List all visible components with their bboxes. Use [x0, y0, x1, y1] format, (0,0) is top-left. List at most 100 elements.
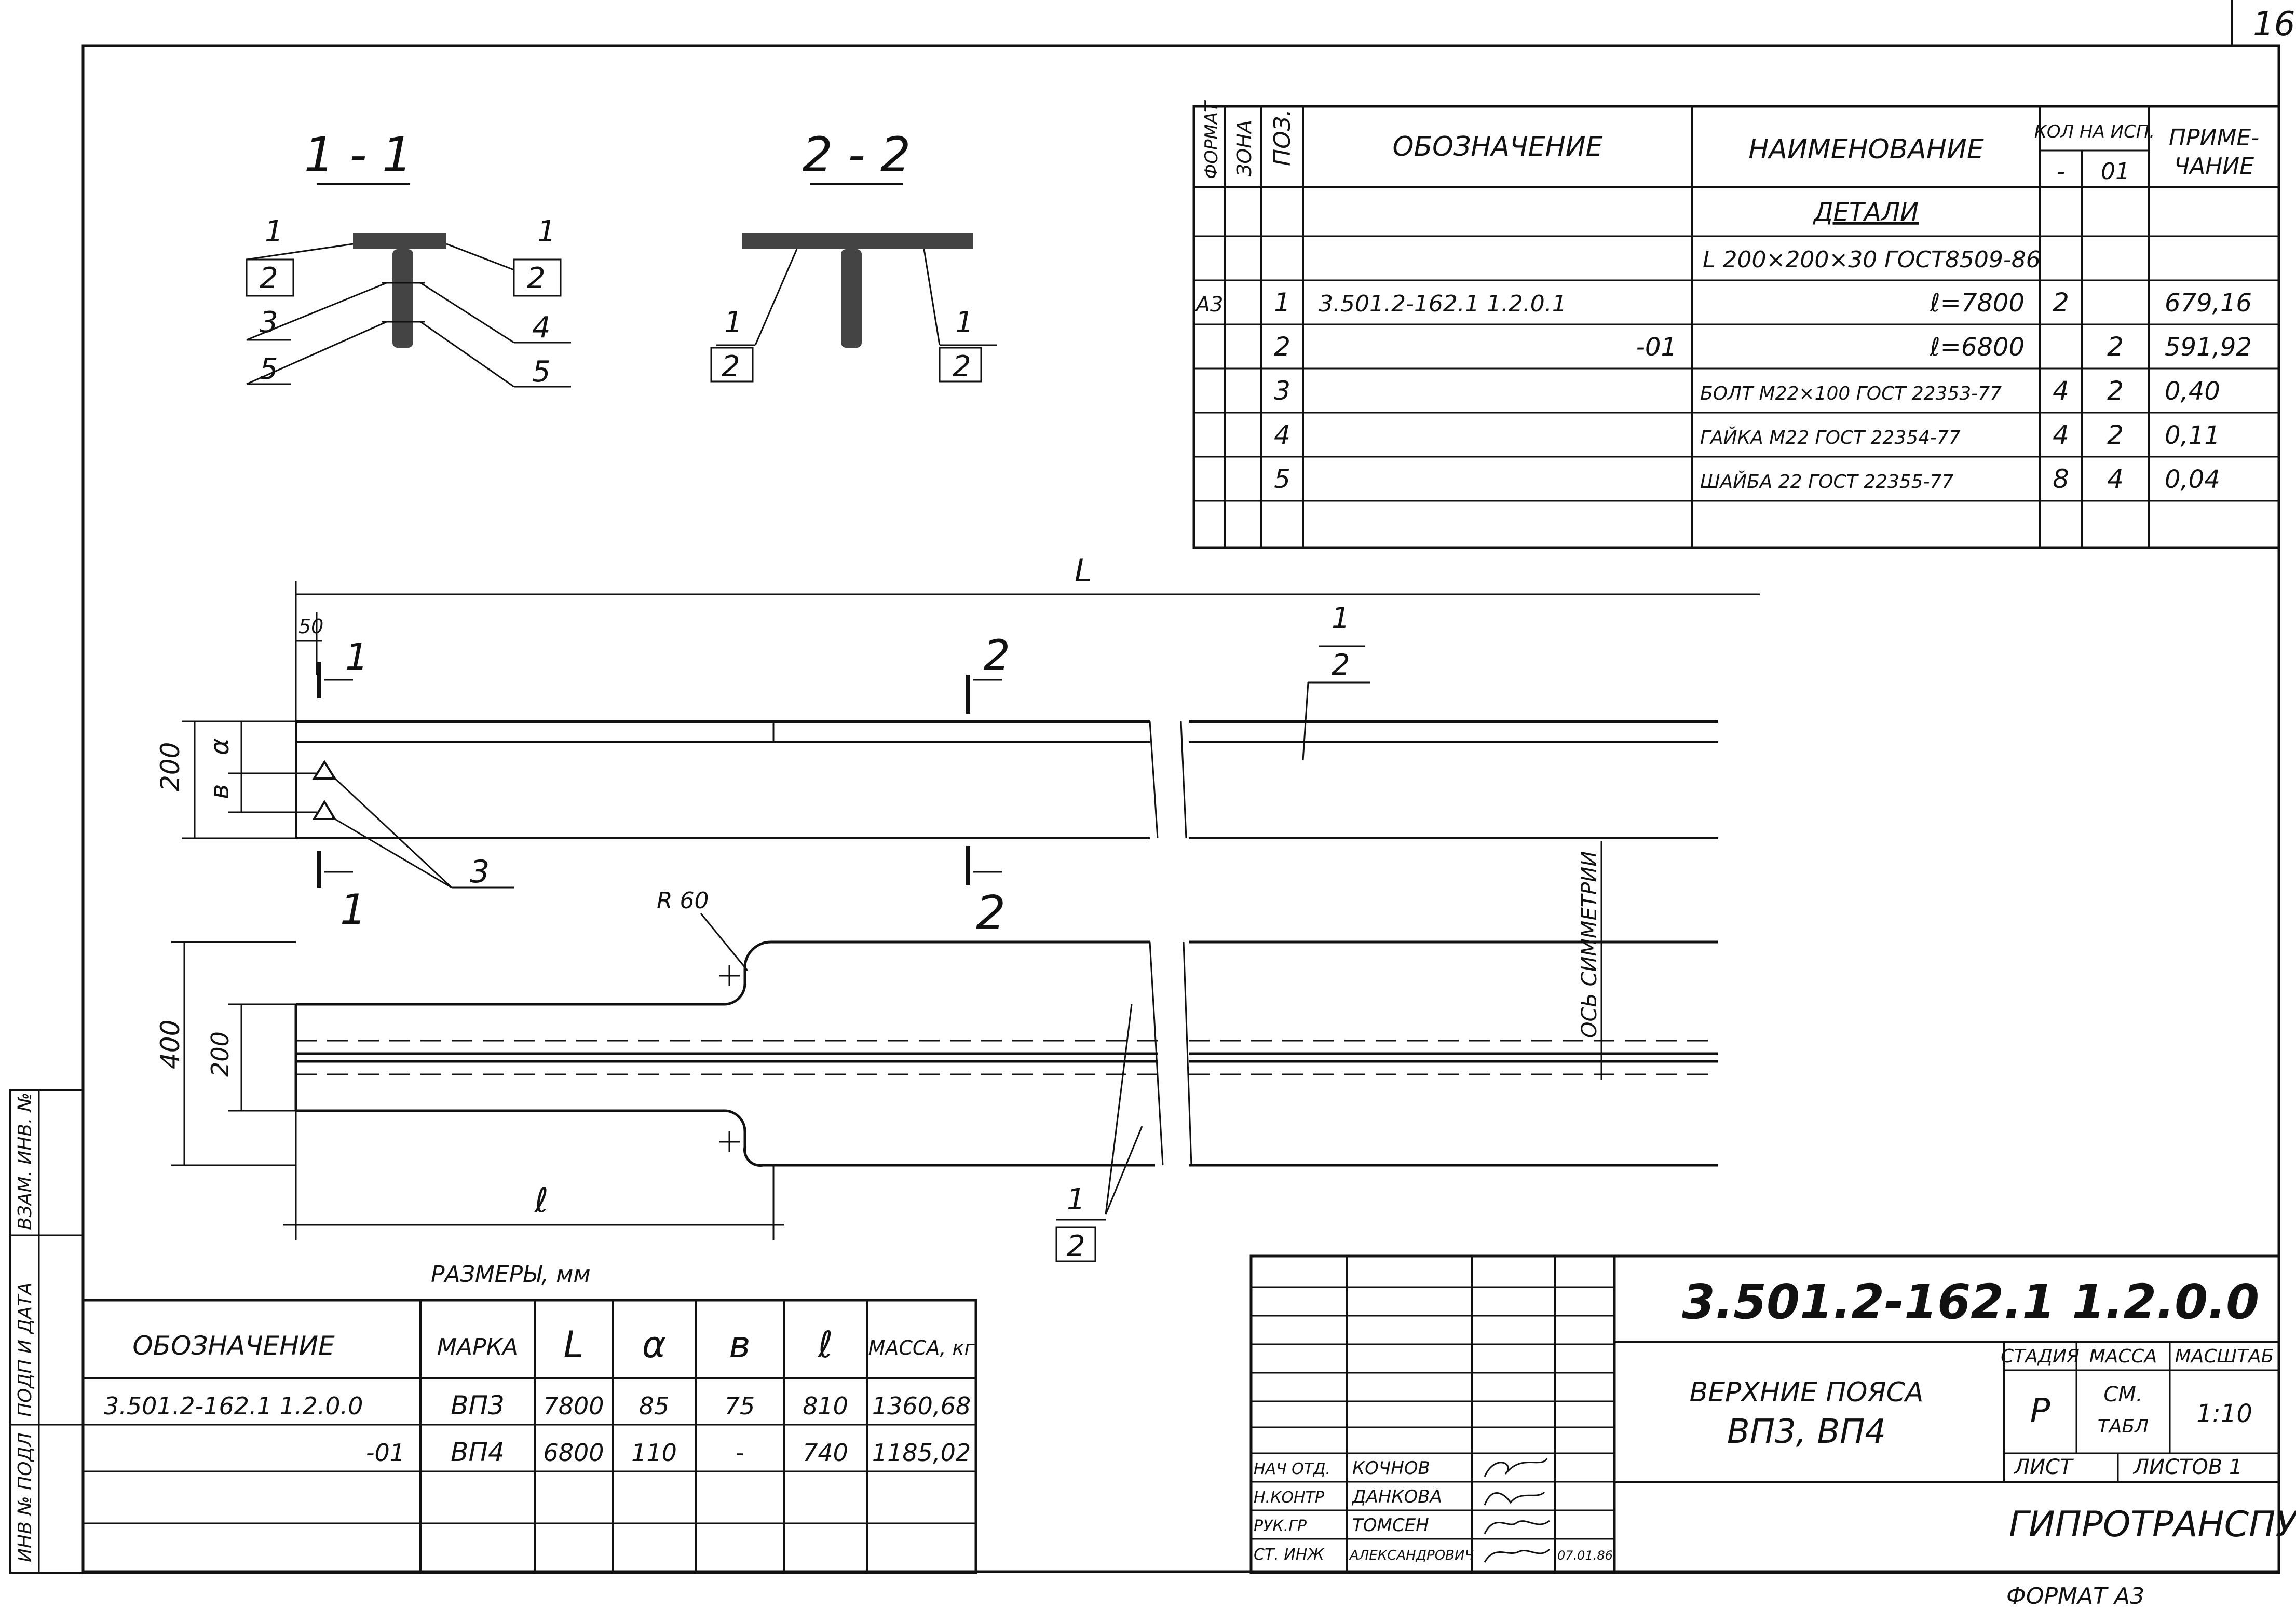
table-row: -01 ВП4 6800 110 - 740 1185,02	[366, 1437, 971, 1467]
cut-2-top: 2	[984, 631, 1010, 679]
scale-value: 1:10	[2196, 1399, 2252, 1428]
spec-cell-name: ℓ=7800	[1930, 289, 2025, 318]
leader-3: 3	[470, 854, 490, 890]
sizes-cell: 810	[803, 1392, 848, 1420]
dim-200-elev: 200	[206, 1031, 234, 1077]
spec-row: А3 1 3.501.2-162.1 1.2.0.1 ℓ=7800 2 679,…	[1194, 288, 2252, 318]
spec-row: 3 БОЛТ М22×100 ГОСТ 22353-77 4 2 0,40	[1274, 376, 2220, 406]
spec-cell-note: 679,16	[2165, 289, 2252, 318]
sizes-h-L: L	[564, 1323, 584, 1366]
spec-header-format: ФОРМАТ	[1201, 100, 1222, 179]
spec-table: ФОРМАТ ЗОНА ПОЗ. ОБОЗНАЧЕНИЕ НАИМЕНОВАНИ…	[1192, 100, 2280, 549]
spec-header-qty-b: 01	[2101, 158, 2130, 185]
signer-date: 07.01.86	[1557, 1548, 1613, 1563]
mass-label: МАССА	[2089, 1346, 2157, 1367]
signer-name: АЛЕКСАНДРОВИЧ	[1349, 1548, 1474, 1563]
stamp-podp: ПОДП И ДАТА	[15, 1282, 36, 1417]
spec-cell-pos: 3	[1274, 376, 1290, 406]
sizes-caption: РАЗМЕРЫ, мм	[431, 1261, 591, 1288]
sizes-h-l: ℓ	[818, 1323, 833, 1366]
spec-cell-q1: 4	[2053, 420, 2069, 450]
leader-top-1: 1	[1332, 602, 1350, 635]
signer-row: НАЧ ОТД. КОЧНОВ	[1254, 1458, 1548, 1479]
signature-icon	[1484, 1520, 1550, 1534]
leader-bot-2: 2	[1067, 1230, 1085, 1263]
signature-icon	[1484, 1458, 1548, 1477]
spec-cell-name: ℓ=6800	[1930, 333, 2025, 362]
spec-cell-name: ШАЙБА 22 ГОСТ 22355-77	[1700, 471, 1953, 493]
spec-cell-designation: 3.501.2-162.1 1.2.0.1	[1319, 291, 1567, 317]
symmetry-axis-label: ОСЬ СИММЕТРИИ	[1578, 851, 1601, 1038]
spec-row: 5 ШАЙБА 22 ГОСТ 22355-77 8 4 0,04	[1274, 464, 2220, 494]
callout-2-2-d: 2	[953, 350, 971, 384]
stamp-vzam: ВЗАМ. ИНВ. №	[15, 1093, 36, 1230]
callout-2-2-a: 1	[724, 306, 743, 339]
radius-label: R 60	[657, 888, 709, 914]
sizes-cell: -01	[366, 1439, 405, 1467]
signer-row: РУК.ГР ТОМСЕН	[1254, 1515, 1550, 1536]
signer-role: Н.КОНТР	[1254, 1489, 1325, 1507]
mass-value-1: СМ.	[2103, 1383, 2142, 1407]
sizes-cell: 3.501.2-162.1 1.2.0.0	[104, 1392, 363, 1420]
plan-view-top: L 50 3 200 α в 1	[155, 553, 1760, 940]
sizes-table: РАЗМЕРЫ, мм ОБОЗНАЧЕНИЕ МАРКА L α в ℓ МА…	[81, 1261, 977, 1574]
stage-label: СТАДИЯ	[2001, 1346, 2080, 1367]
sizes-cell: ВП4	[451, 1437, 505, 1467]
callout-2-2-b: 2	[722, 350, 740, 384]
signature-icon	[1484, 1548, 1551, 1563]
spec-header-name: НАИМЕНОВАНИЕ	[1748, 134, 1984, 165]
spec-cell-pos: 1	[1274, 288, 1290, 318]
dim-a: α	[205, 738, 235, 755]
sizes-cell: 75	[725, 1392, 755, 1420]
spec-cell-q2: 2	[2107, 376, 2124, 406]
leader-bot-1: 1	[1067, 1183, 1085, 1217]
org-name: ГИПРОТРАНСПУТЬ	[2009, 1504, 2296, 1545]
signer-role: СТ. ИНЖ	[1254, 1546, 1325, 1564]
spec-header-zone: ЗОНА	[1233, 120, 1256, 176]
sheets-label: ЛИСТОВ 1	[2132, 1455, 2242, 1479]
spec-cell-pos: 2	[1274, 332, 1290, 362]
dim-50: 50	[298, 615, 323, 638]
sizes-cell: 1185,02	[872, 1439, 971, 1467]
spec-material: L 200×200×30 ГОСТ8509-86	[1703, 247, 2041, 273]
spec-cell-q1: 2	[2053, 288, 2069, 318]
spec-cell-name: БОЛТ М22×100 ГОСТ 22353-77	[1700, 383, 2002, 404]
sizes-cell: 110	[631, 1439, 677, 1467]
dim-L: L	[1075, 553, 1092, 589]
stage-value: Р	[2030, 1392, 2050, 1430]
spec-cell-q2: 2	[2107, 420, 2124, 450]
sizes-h-a: α	[642, 1323, 666, 1366]
spec-header-qty-a: -	[2057, 158, 2065, 185]
table-row: 3.501.2-162.1 1.2.0.0 ВП3 7800 85 75 810…	[104, 1390, 971, 1421]
stamp-inv: ИНВ № ПОДЛ	[15, 1432, 36, 1562]
section-1-1: 1 - 1 1 2 3 5 1 2 4 5	[246, 127, 571, 389]
callout-1-1-f: 2	[527, 262, 546, 295]
spec-cell-pos: 5	[1274, 464, 1290, 494]
section-1-1-title: 1 - 1	[304, 127, 413, 183]
sheet-frame: 16	[81, 0, 2295, 1573]
spec-cell-q2: 4	[2107, 464, 2124, 494]
sizes-cell: 6800	[543, 1439, 604, 1467]
dim-b: в	[205, 784, 235, 799]
callout-1-1-e: 1	[537, 215, 556, 249]
spec-cell-designation: -01	[1636, 333, 1677, 362]
callout-1-1-g: 4	[532, 311, 551, 345]
title-line-1: ВЕРХНИЕ ПОЯСА	[1690, 1377, 1924, 1408]
elevation-view: ОСЬ СИММЕТРИИ R 60 400 200 ℓ 1 2	[155, 841, 1718, 1263]
spec-cell-q2: 2	[2107, 332, 2124, 362]
signer-name: ТОМСЕН	[1352, 1515, 1429, 1536]
scale-label: МАСШТАБ	[2175, 1346, 2274, 1367]
callout-1-1-b: 2	[260, 262, 278, 295]
callout-1-1-a: 1	[265, 215, 283, 249]
cut-1-top: 1	[345, 636, 369, 678]
spec-cell-q1: 8	[2053, 464, 2069, 494]
spec-header-note-1: ПРИМЕ-	[2169, 125, 2259, 151]
sizes-h-b: в	[729, 1323, 750, 1366]
sizes-cell: 85	[639, 1392, 670, 1420]
sizes-cell: 7800	[543, 1392, 604, 1420]
sizes-h-designation: ОБОЗНАЧЕНИЕ	[132, 1331, 335, 1361]
mass-value-2: ТАБЛ	[2098, 1416, 2149, 1437]
spec-cell-note: 0,04	[2165, 465, 2220, 494]
dim-l: ℓ	[534, 1182, 548, 1220]
